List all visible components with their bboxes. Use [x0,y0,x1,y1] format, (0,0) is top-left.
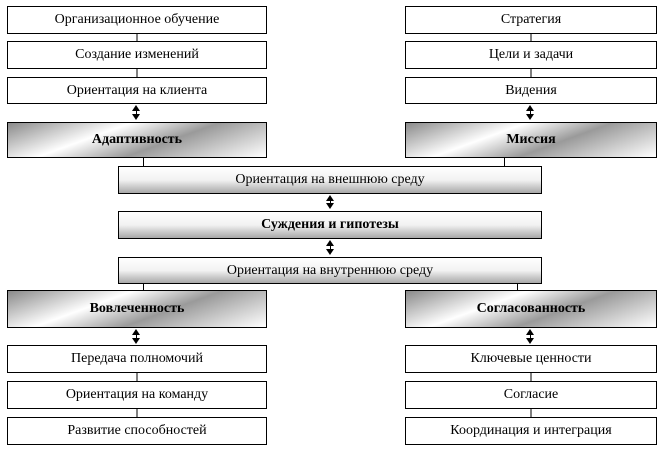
box-creating-change: Создание изменений [7,41,267,69]
connector [530,372,532,381]
double-arrow-icon [326,240,335,255]
box-empowerment: Передача полномочий [7,345,267,373]
connector [517,283,518,290]
connector [530,33,532,41]
box-team-orientation: Ориентация на команду [7,381,267,409]
connector [136,33,138,41]
box-core-values: Ключевые ценности [405,345,657,373]
connector [136,372,138,381]
box-capability-development: Развитие способностей [7,417,267,445]
double-arrow-icon [526,329,535,344]
connector [530,68,532,77]
connector [136,408,138,417]
double-arrow-icon [526,105,535,120]
double-arrow-icon [326,195,335,209]
box-beliefs-assumptions: Суждения и гипотезы [118,211,542,239]
box-vision: Видения [405,77,657,104]
box-coordination: Координация и интеграция [405,417,657,445]
connector [504,157,505,166]
double-arrow-icon [132,105,141,120]
connector [136,68,138,77]
connector [143,157,144,166]
box-agreement: Согласие [405,381,657,409]
box-customer-focus: Ориентация на клиента [7,77,267,104]
connector [530,408,532,417]
box-consistency: Согласованность [405,290,657,328]
box-external-focus: Ориентация на внешнюю среду [118,166,542,194]
box-goals: Цели и задачи [405,41,657,69]
box-org-learning: Организационное обучение [7,6,267,34]
box-mission: Миссия [405,122,657,158]
box-internal-focus: Ориентация на внутреннюю среду [118,257,542,284]
box-strategy: Стратегия [405,6,657,34]
double-arrow-icon [132,329,141,344]
box-involvement: Вовлеченность [7,290,267,328]
box-adaptivity: Адаптивность [7,122,267,158]
connector [143,283,144,290]
